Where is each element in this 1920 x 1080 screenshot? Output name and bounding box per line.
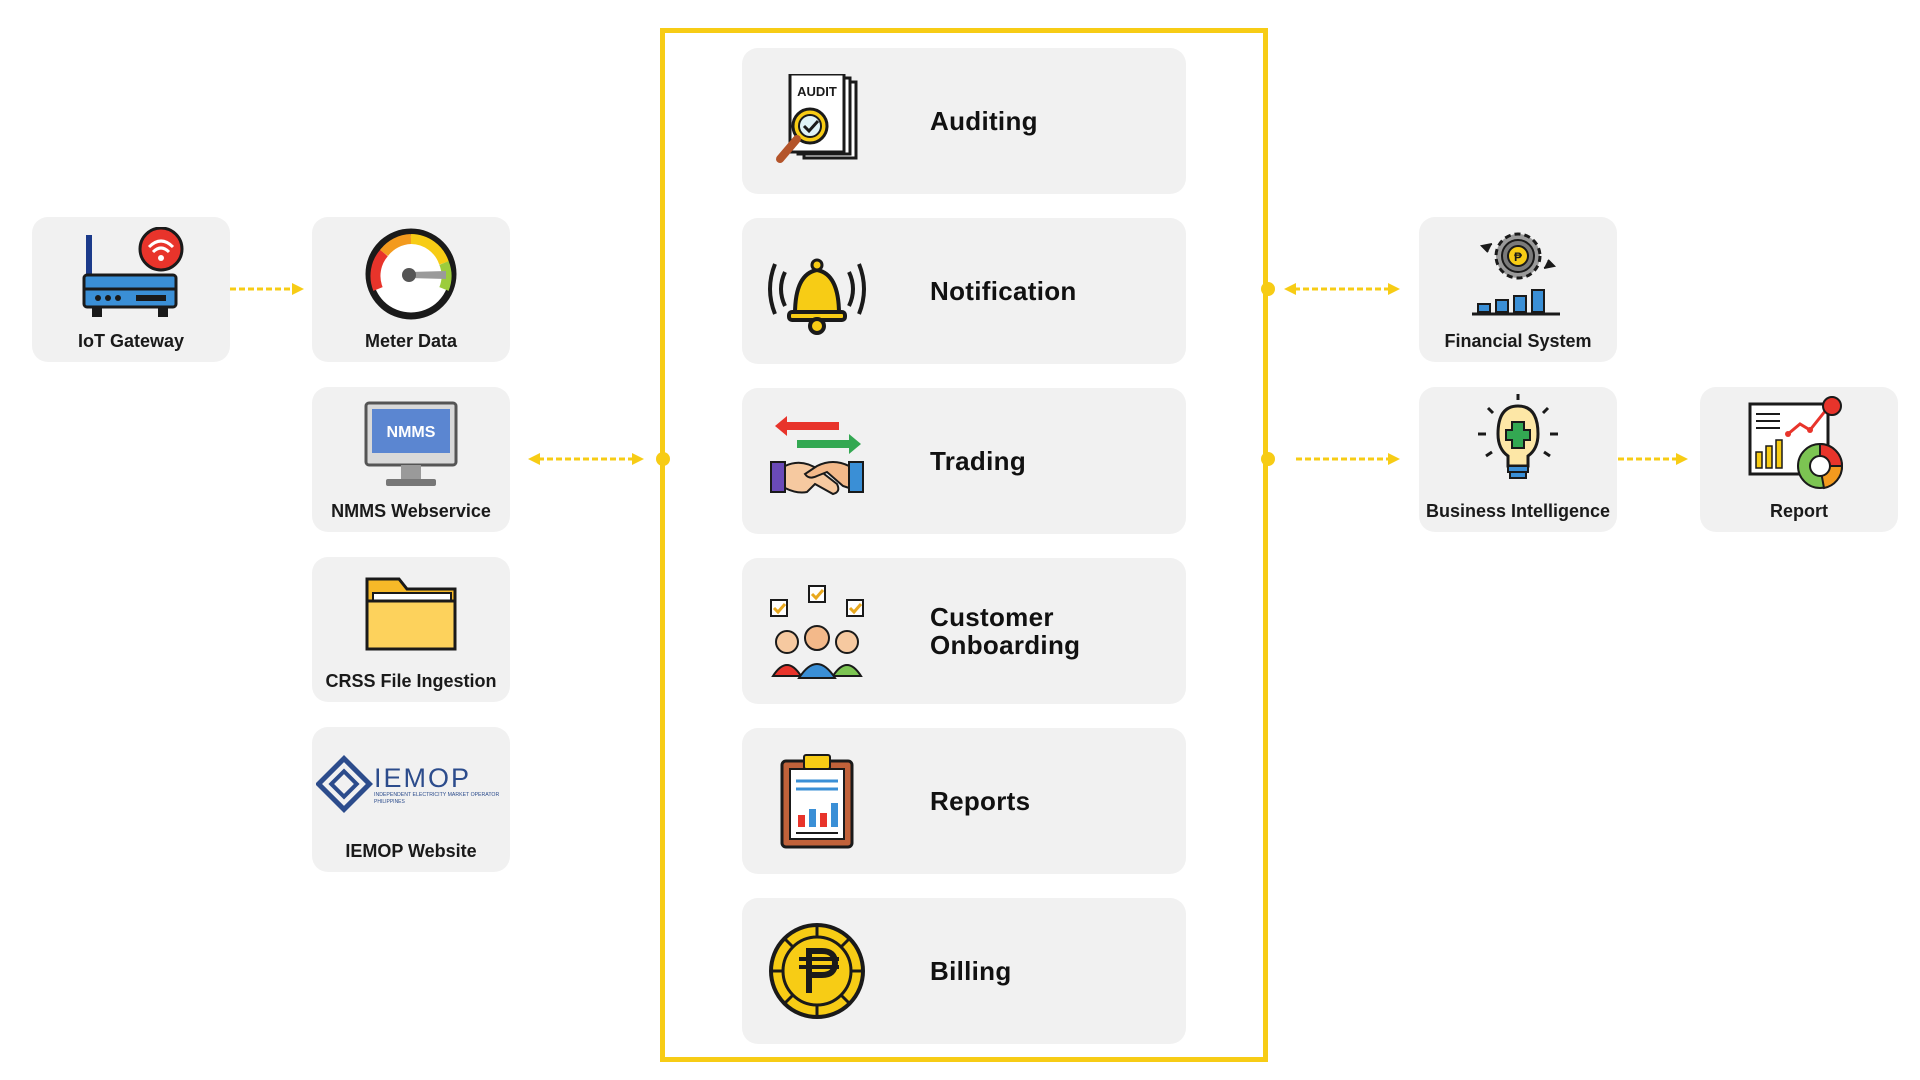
business-intelligence-card[interactable]: Business Intelligence xyxy=(1419,387,1617,532)
crss-file-ingestion-card[interactable]: CRSS File Ingestion xyxy=(312,557,510,702)
report-card[interactable]: Report xyxy=(1700,387,1898,532)
meter-data-card[interactable]: Meter Data xyxy=(312,217,510,362)
iemop-website-label: IEMOP Website xyxy=(345,841,477,861)
customer-onboarding-line1: Customer xyxy=(930,602,1054,632)
module-customer-onboarding-label: Customer Onboarding xyxy=(930,603,1080,659)
arrow-core-to-bi xyxy=(1296,453,1400,465)
dashboard-chart-icon xyxy=(1744,387,1854,501)
arrow-nmms-to-core xyxy=(528,453,644,465)
frame-connector-right-top xyxy=(1261,282,1275,296)
customer-onboarding-line2: Onboarding xyxy=(930,630,1081,660)
handshake-icon xyxy=(762,406,872,516)
monitor-icon: NMMS xyxy=(361,387,461,501)
report-label: Report xyxy=(1770,501,1828,521)
nmms-webservice-label: NMMS Webservice xyxy=(331,501,491,521)
iot-gateway-card[interactable]: IoT Gateway xyxy=(32,217,230,362)
crss-file-ingestion-label: CRSS File Ingestion xyxy=(325,671,497,691)
iemop-logo-text: IEMOP xyxy=(374,763,471,793)
module-auditing[interactable]: AUDIT Auditing xyxy=(742,48,1186,194)
folder-icon xyxy=(361,557,461,671)
iot-gateway-label: IoT Gateway xyxy=(77,331,185,351)
nmms-webservice-card[interactable]: NMMS NMMS Webservice xyxy=(312,387,510,532)
module-billing-label: Billing xyxy=(930,956,1012,986)
people-checklist-icon xyxy=(762,576,872,686)
iemop-logo-subtext: INDEPENDENT ELECTRICITY MARKET OPERATOR xyxy=(374,792,499,798)
financial-system-label: Financial System xyxy=(1444,331,1592,351)
module-notification[interactable]: Notification xyxy=(742,218,1186,364)
module-billing[interactable]: Billing xyxy=(742,898,1186,1044)
router-icon xyxy=(76,217,186,331)
iemop-logo-subtext2: PHILIPPINES xyxy=(374,799,406,805)
module-trading[interactable]: Trading xyxy=(742,388,1186,534)
iemop-logo: IEMOP INDEPENDENT ELECTRICITY MARKET OPE… xyxy=(316,727,506,841)
lightbulb-puzzle-icon xyxy=(1468,387,1568,501)
business-intelligence-label: Business Intelligence xyxy=(1425,501,1611,521)
module-trading-label: Trading xyxy=(930,446,1026,476)
gauge-icon xyxy=(364,217,459,331)
frame-connector-right-bottom xyxy=(1261,452,1275,466)
peso-gear-icon: ₱ xyxy=(1468,217,1568,331)
arrow-core-financial xyxy=(1284,283,1400,295)
meter-data-label: Meter Data xyxy=(364,331,458,351)
core-platform-frame xyxy=(660,28,1268,1062)
financial-system-card[interactable]: ₱ Financial System xyxy=(1419,217,1617,362)
arrow-iot-to-meter xyxy=(230,283,304,295)
audit-icon-text: AUDIT xyxy=(797,84,837,99)
svg-text:₱: ₱ xyxy=(1514,250,1522,264)
module-reports-label: Reports xyxy=(930,786,1031,816)
clipboard-chart-icon xyxy=(762,746,872,856)
module-reports[interactable]: Reports xyxy=(742,728,1186,874)
bell-icon xyxy=(762,236,872,346)
arrow-bi-to-report xyxy=(1618,453,1688,465)
audit-icon: AUDIT xyxy=(762,66,872,176)
iemop-website-card[interactable]: IEMOP INDEPENDENT ELECTRICITY MARKET OPE… xyxy=(312,727,510,872)
frame-connector-left xyxy=(656,452,670,466)
nmms-screen-text: NMMS xyxy=(387,424,436,441)
module-notification-label: Notification xyxy=(930,276,1077,306)
peso-coin-icon xyxy=(762,916,872,1026)
module-auditing-label: Auditing xyxy=(930,106,1038,136)
module-customer-onboarding[interactable]: Customer Onboarding xyxy=(742,558,1186,704)
